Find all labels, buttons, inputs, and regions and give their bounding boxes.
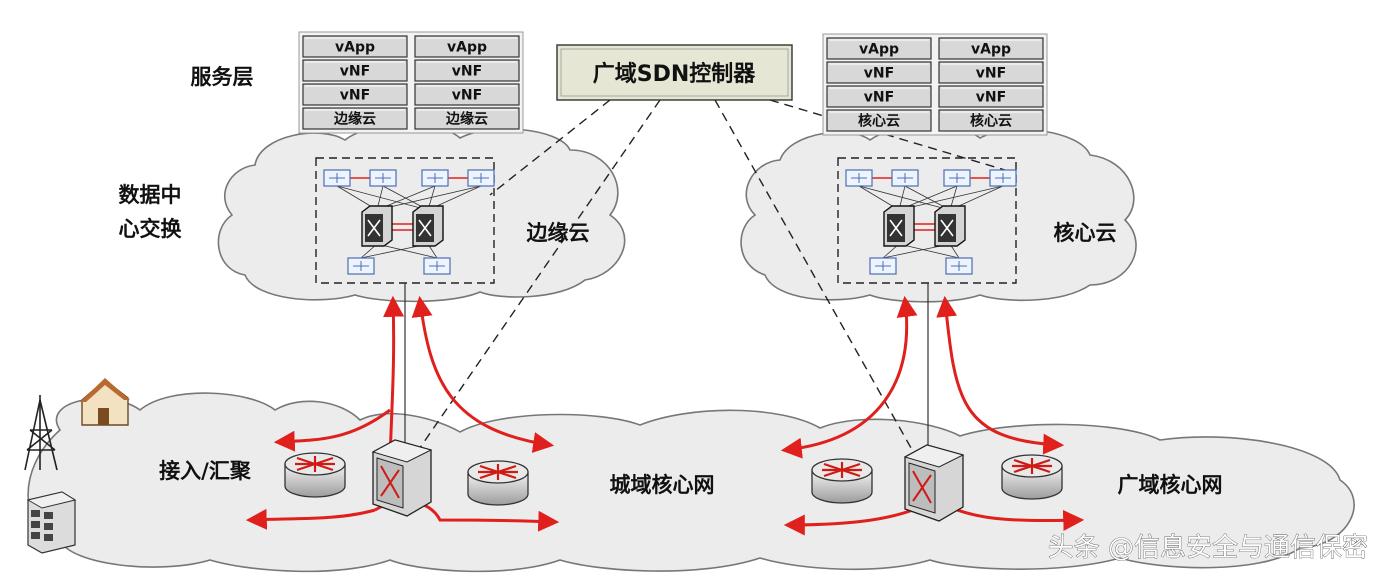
stack-cell-label: 核心云 xyxy=(858,113,900,130)
dc-switch-label-1: 数据中 xyxy=(119,183,182,207)
stack-cell-label: vNF xyxy=(976,66,1006,82)
edge-service-stack: vApp vApp vNF vNF vNF vNF 边缘云 边缘云 xyxy=(298,31,524,134)
aggregation-switches xyxy=(371,439,965,522)
stack-cell xyxy=(414,35,520,58)
router-icon xyxy=(284,452,346,498)
stack-cell xyxy=(938,37,1044,60)
core-cloud-label: 核心云 xyxy=(1054,221,1117,245)
router-icon xyxy=(811,458,873,504)
stack-cell xyxy=(414,107,520,130)
stack-cell xyxy=(302,83,408,106)
watermark: 头条 @信息安全与通信保密 xyxy=(1048,533,1368,563)
stack-cell-label: vNF xyxy=(340,88,370,104)
stack-cell xyxy=(414,83,520,106)
edge-dc-fabric xyxy=(323,169,495,275)
edge-cloud-label: 边缘云 xyxy=(527,221,590,245)
access-aggregation-label: 接入/汇聚 xyxy=(159,459,252,483)
stack-cell-label: 边缘云 xyxy=(333,111,376,128)
stack-cell xyxy=(826,85,932,108)
stack-cell xyxy=(302,59,408,82)
stack-cell-label: vNF xyxy=(976,90,1006,106)
router-icon xyxy=(467,460,529,506)
stack-cell xyxy=(826,109,932,132)
core-dc-fabric xyxy=(845,169,1017,275)
cell-tower-icon xyxy=(24,395,58,471)
stack-cell-label: 边缘云 xyxy=(445,111,488,128)
stack-cell xyxy=(302,35,408,58)
stack-cell-label: 核心云 xyxy=(970,113,1012,130)
stack-cell xyxy=(414,59,520,82)
stack-cell xyxy=(938,61,1044,84)
stack-cell xyxy=(826,37,932,60)
aggregation-switch-icon xyxy=(371,439,433,517)
stack-cell xyxy=(938,109,1044,132)
stack-cell xyxy=(302,107,408,130)
metro-core-label: 城域核心网 xyxy=(610,473,715,497)
core-dc-box xyxy=(837,157,1017,284)
routers xyxy=(284,452,1063,506)
house-icon xyxy=(80,378,130,426)
stack-cell-label: vNF xyxy=(340,64,370,80)
aggregation-switch-icon xyxy=(903,444,965,522)
stack-cell-label: vApp xyxy=(335,40,375,56)
stack-cell xyxy=(826,61,932,84)
stack-cell-label: vNF xyxy=(864,66,894,82)
sdn-controller: 广域SDN控制器 xyxy=(556,44,793,101)
stack-cell-label: vApp xyxy=(971,42,1011,58)
dc-switch-label-2: 心交换 xyxy=(119,217,183,241)
wan-core-label: 广域核心网 xyxy=(1118,473,1223,497)
stack-cell xyxy=(938,85,1044,108)
stack-cell-label: vNF xyxy=(452,64,482,80)
service-layer-label: 服务层 xyxy=(191,65,254,89)
server-icon xyxy=(26,491,77,554)
controller-label: 广域SDN控制器 xyxy=(593,61,757,87)
core-service-stack: vApp vApp vNF vNF vNF vNF 核心云 核心云 xyxy=(822,33,1048,136)
stack-cell-label: vNF xyxy=(864,90,894,106)
stack-cell-label: vNF xyxy=(452,88,482,104)
stack-cell-label: vApp xyxy=(859,42,899,58)
router-icon xyxy=(1001,454,1063,500)
stack-cell-label: vApp xyxy=(447,40,487,56)
